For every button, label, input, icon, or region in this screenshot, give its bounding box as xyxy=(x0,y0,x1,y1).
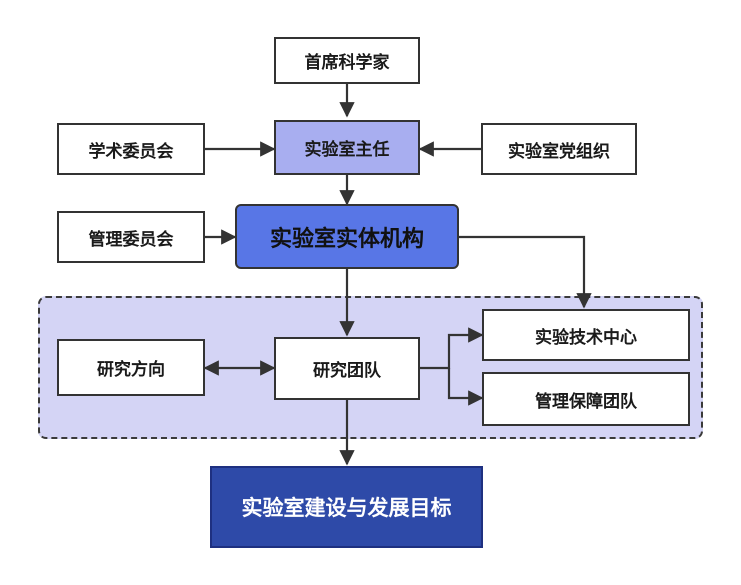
node-management-committee: 管理委员会 xyxy=(57,211,205,263)
node-tech-center: 实验技术中心 xyxy=(482,309,690,361)
node-academic-committee-label: 学术委员会 xyxy=(88,141,174,162)
node-research-team: 研究团队 xyxy=(274,337,420,400)
node-party-org: 实验室党组织 xyxy=(481,123,637,175)
node-lab-entity-label: 实验室实体机构 xyxy=(269,226,424,252)
node-research-direction-label: 研究方向 xyxy=(97,360,165,380)
node-tech-center-label: 实验技术中心 xyxy=(535,327,637,348)
node-research-direction: 研究方向 xyxy=(57,339,205,396)
node-support-team: 管理保障团队 xyxy=(482,372,690,426)
node-lab-director-label: 实验室主任 xyxy=(304,140,390,160)
edge-entity-to-techcenter xyxy=(459,235,592,309)
node-management-committee-label: 管理委员会 xyxy=(88,229,174,250)
node-lab-entity: 实验室实体机构 xyxy=(235,204,459,269)
node-goal: 实验室建设与发展目标 xyxy=(210,466,483,548)
node-support-team-label: 管理保障团队 xyxy=(535,391,637,412)
edge-team-to-techcenter xyxy=(420,327,484,370)
node-goal-label: 实验室建设与发展目标 xyxy=(241,496,452,520)
edge-team-to-support xyxy=(447,368,484,406)
node-chief-scientist-label: 首席科学家 xyxy=(304,53,390,73)
node-chief-scientist: 首席科学家 xyxy=(274,37,420,84)
node-academic-committee: 学术委员会 xyxy=(57,123,205,175)
node-party-org-label: 实验室党组织 xyxy=(508,141,610,162)
node-lab-director: 实验室主任 xyxy=(274,120,420,175)
node-research-team-label: 研究团队 xyxy=(313,361,381,381)
